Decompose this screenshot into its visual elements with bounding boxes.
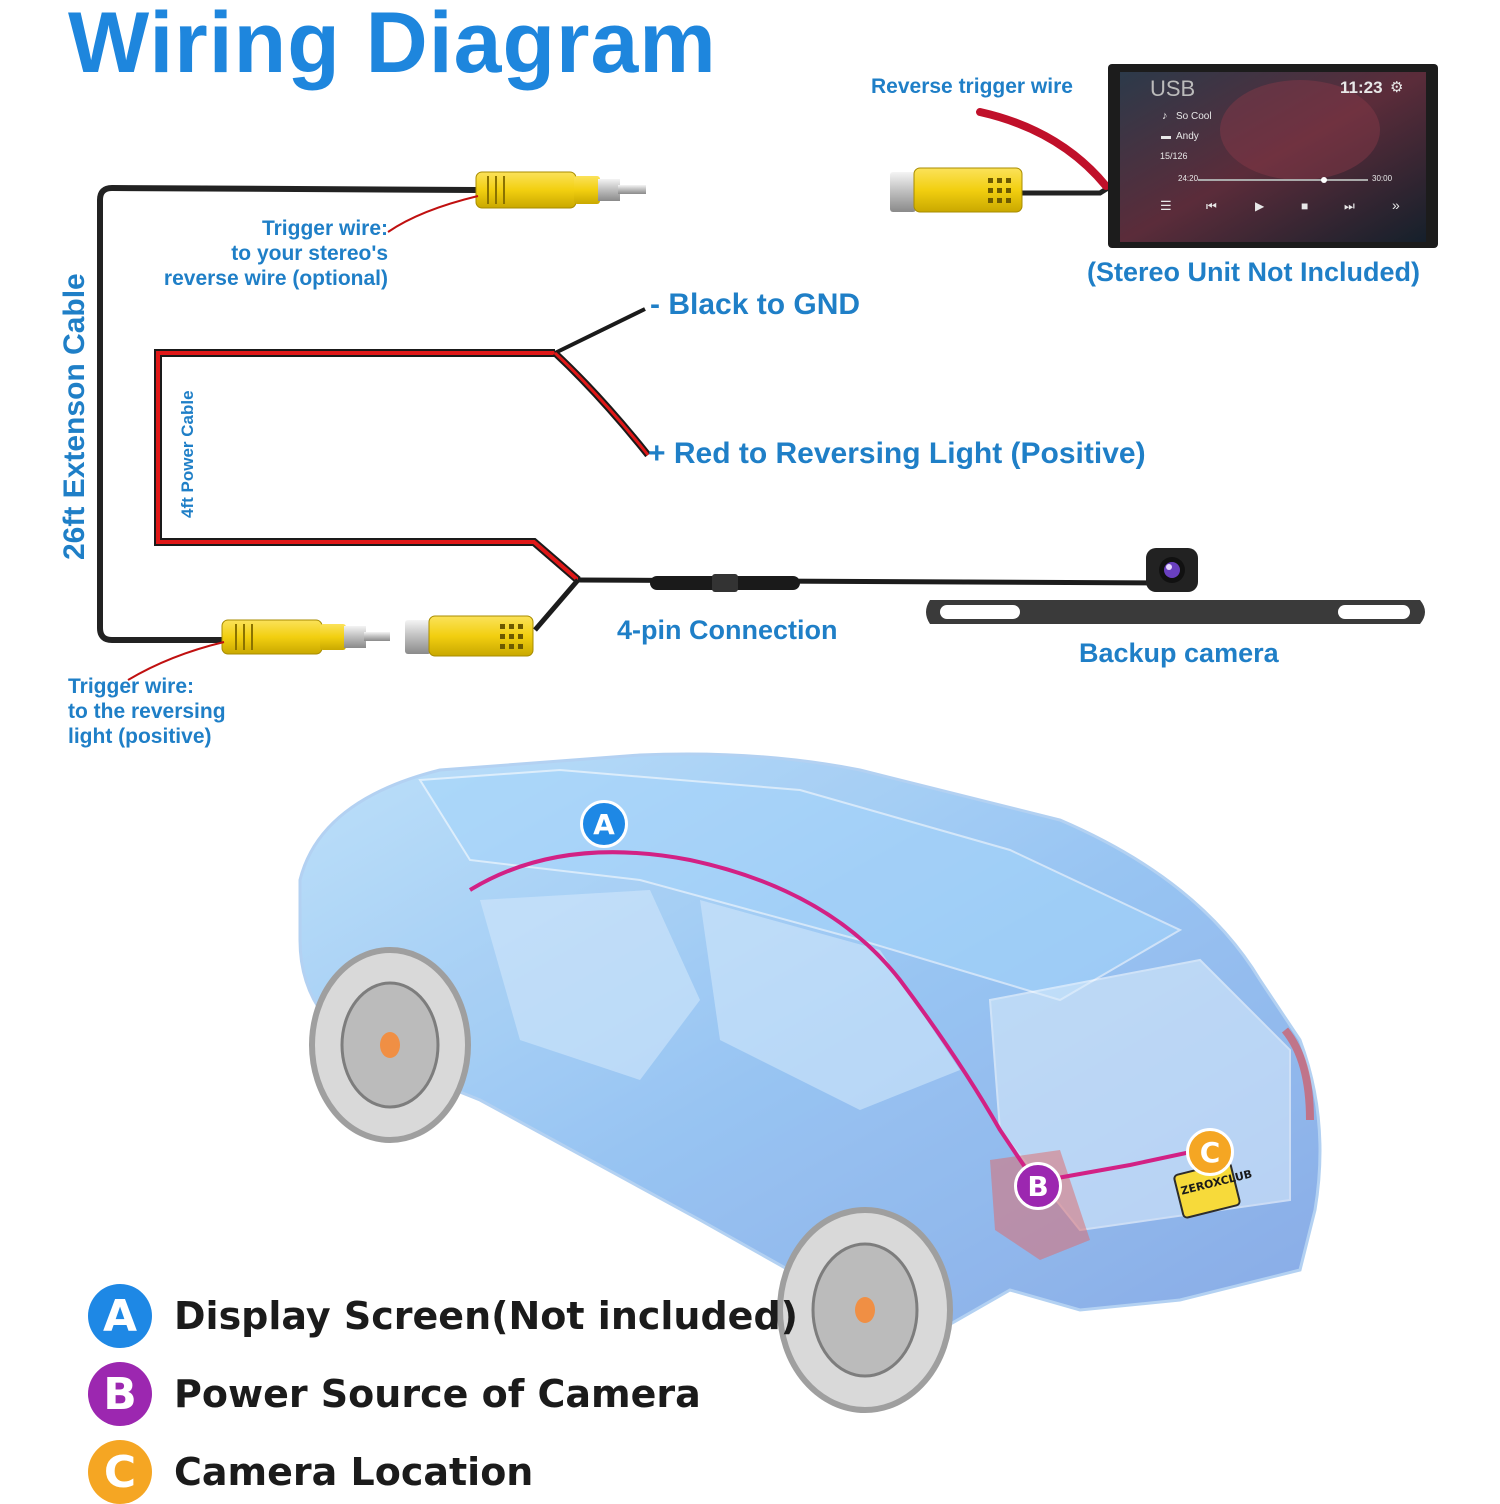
gnd-wire [554, 307, 646, 355]
power-cable-label: 4ft Power Cable [178, 390, 197, 518]
stereo-time: 11:23 [1340, 78, 1383, 97]
extension-cable-label: 26ft Extenson Cable [58, 273, 91, 560]
marker-a: A [580, 800, 628, 848]
power-cable [154, 349, 581, 584]
trigger-bottom-line-2: to the reversing [68, 700, 226, 723]
rca-female-bottom [405, 615, 534, 657]
legend-badge-c: C [88, 1440, 152, 1504]
marker-b: B [1014, 1162, 1062, 1210]
legend-item-c: C Camera Location [88, 1440, 533, 1504]
menu-icon[interactable]: ☰ [1160, 198, 1172, 213]
trigger-wire-bottom [127, 641, 225, 681]
previous-icon[interactable]: ⏮ [1206, 199, 1217, 213]
legend-text-c: Camera Location [174, 1450, 534, 1494]
trigger-wire-top-label: Trigger wire: to your stereo's reverse w… [150, 216, 388, 291]
legend-text-b: Power Source of Camera [174, 1372, 701, 1416]
stereo-source: USB [1150, 76, 1196, 101]
rear-wheel [777, 1207, 953, 1413]
legend-item-a: A Display Screen(Not included) [88, 1284, 798, 1348]
trigger-wire-top [387, 195, 479, 233]
black-gnd-label: - Black to GND [650, 288, 861, 321]
music-note-icon: ♪ [1162, 110, 1168, 122]
legend-badge-a: A [88, 1284, 152, 1348]
stop-icon[interactable]: ■ [1301, 199, 1309, 213]
legend-badge-b: B [88, 1362, 152, 1426]
trigger-wire-bottom-label: Trigger wire: to the reversing light (po… [68, 674, 226, 749]
marker-c: C [1186, 1128, 1234, 1176]
trigger-bottom-line-1: Trigger wire: [68, 675, 195, 698]
trigger-bottom-line-3: light (positive) [68, 725, 212, 748]
next-icon[interactable]: ⏭ [1344, 199, 1355, 213]
gear-icon[interactable]: ⚙ [1390, 79, 1404, 96]
rca-female-top [890, 167, 1023, 213]
stereo-unit [1108, 64, 1438, 248]
reverse-trigger-wire-label: Reverse trigger wire [871, 75, 1073, 98]
legend-item-b: B Power Source of Camera [88, 1362, 701, 1426]
stereo-track: So Cool [1176, 111, 1212, 122]
stereo-track-count: 15/126 [1160, 151, 1188, 161]
car-illustration [298, 752, 1322, 1413]
four-pin-label: 4-pin Connection [617, 615, 838, 645]
forward-icon[interactable]: » [1392, 197, 1400, 213]
trigger-top-line-3: reverse wire (optional) [163, 267, 388, 290]
stereo-duration: 30:00 [1372, 174, 1393, 183]
trigger-top-line-2: to your stereo's [231, 242, 388, 265]
trigger-top-line-1: Trigger wire: [261, 217, 388, 240]
stereo-not-included-label: (Stereo Unit Not Included) [1087, 257, 1420, 287]
backup-camera-label: Backup camera [1079, 638, 1279, 668]
rca-plug-top [475, 171, 646, 209]
reverse-trigger-wire [976, 108, 1110, 190]
stereo-elapsed: 24:20 [1178, 174, 1199, 183]
red-reversing-label: + Red to Reversing Light (Positive) [648, 437, 1146, 470]
front-wheel [309, 947, 471, 1143]
rca-plug-bottom [221, 619, 390, 655]
folder-icon: ▬ [1161, 131, 1171, 142]
play-icon[interactable]: ▶ [1255, 199, 1265, 213]
cable-route [468, 850, 1201, 1185]
extension-cable [97, 184, 477, 643]
legend-text-a: Display Screen(Not included) [174, 1294, 799, 1338]
backup-camera [926, 548, 1425, 624]
stereo-artist: Andy [1176, 131, 1199, 142]
page-title: Wiring Diagram [68, 0, 717, 91]
